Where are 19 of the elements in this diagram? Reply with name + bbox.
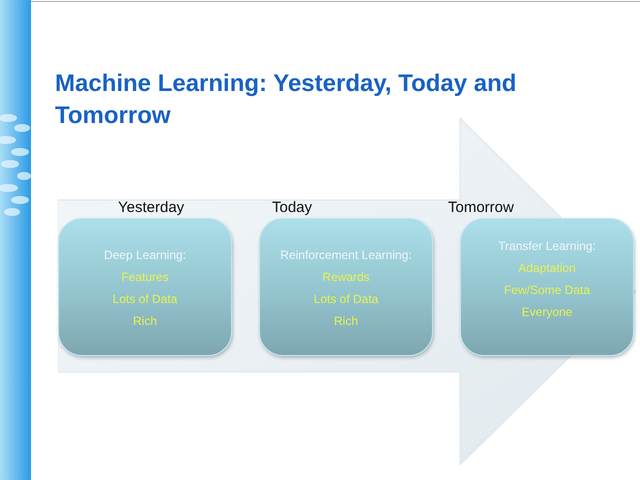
list-item: Rich — [334, 313, 358, 329]
list-item: Few/Some Data — [504, 282, 590, 298]
box-heading: Reinforcement Learning: — [280, 247, 412, 263]
stage-box — [460, 218, 634, 356]
stage-box — [259, 218, 433, 356]
list-item: Lots of Data — [112, 291, 178, 307]
stage-box — [58, 218, 232, 356]
slide-title: Machine Learning: Yesterday, Today and Tomorrow — [55, 69, 518, 131]
list-item: Rich — [132, 313, 157, 329]
list-item: Lots of Data — [314, 291, 378, 307]
time-label: Yesterday — [118, 199, 184, 217]
list-item: Rewards — [322, 269, 370, 285]
box-heading: Transfer Learning: — [498, 238, 596, 254]
box-heading: Deep Learning: — [104, 247, 186, 263]
time-label: Today — [272, 199, 312, 217]
time-label: Tomorrow — [448, 199, 514, 217]
list-item: Adaptation — [518, 260, 576, 276]
list-item: Features — [121, 269, 169, 285]
list-item: Everyone — [522, 304, 572, 320]
